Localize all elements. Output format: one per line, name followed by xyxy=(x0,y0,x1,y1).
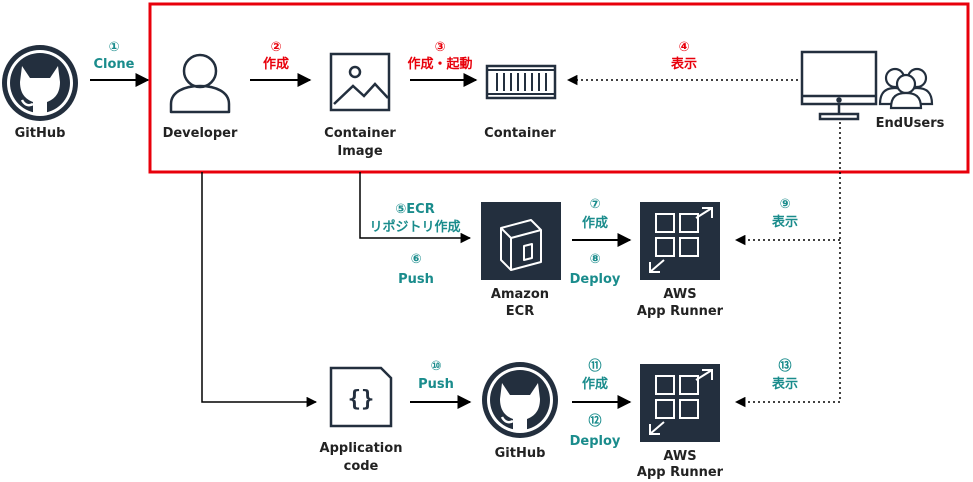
container-image-label-1: Container xyxy=(324,126,396,141)
step-1-text: Clone xyxy=(94,57,135,72)
container-image-label-2: Image xyxy=(337,144,382,159)
container-label: Container xyxy=(484,126,556,141)
step-11-number: ⑪ xyxy=(588,358,601,374)
code-file-icon: {} xyxy=(329,366,393,428)
amazon-ecr-label-2: ECR xyxy=(506,304,534,319)
step-2-number: ② xyxy=(270,40,281,55)
step-1-number: ① xyxy=(108,40,119,55)
apprunner-bottom-label-1: AWS xyxy=(663,449,696,464)
step-4-text: 表示 xyxy=(670,56,697,72)
step-12-text: Deploy xyxy=(570,434,621,449)
step-5-text: リポジトリ作成 xyxy=(369,219,460,235)
step-6-text: Push xyxy=(398,272,434,287)
step-3-text: 作成・起動 xyxy=(407,56,472,72)
image-icon xyxy=(329,52,391,112)
step-9-number: ⑨ xyxy=(779,197,790,212)
application-code-label-2: code xyxy=(344,459,379,474)
step-13-number: ⑬ xyxy=(778,358,791,374)
step-7-text: 作成 xyxy=(582,215,608,231)
step-4-number: ④ xyxy=(678,40,689,55)
arrow-display-aws xyxy=(734,122,841,408)
connectors xyxy=(90,73,841,409)
step-7-number: ⑦ xyxy=(589,197,600,212)
apprunner-bottom-label-2: App Runner xyxy=(637,465,724,480)
developer-label: Developer xyxy=(163,126,238,141)
step-11-text: 作成 xyxy=(582,376,608,392)
step-9-text: 表示 xyxy=(771,214,798,230)
monitor-icon xyxy=(800,50,878,121)
arrow-push-ecr xyxy=(359,172,472,244)
users-icon xyxy=(878,67,934,110)
app-runner-icon xyxy=(640,202,720,280)
step-6-number: ⑥ xyxy=(410,252,421,267)
github-icon xyxy=(482,362,558,438)
ecr-icon xyxy=(481,202,561,280)
step-2-text: 作成 xyxy=(263,56,289,72)
step-10-text: Push xyxy=(418,377,454,392)
step-13-text: 表示 xyxy=(771,376,798,392)
container-icon xyxy=(485,64,557,100)
application-code-label-1: Application xyxy=(320,441,403,456)
step-5-number: ⑤ECR xyxy=(395,202,434,217)
github-icon xyxy=(2,45,78,121)
github-bottom-label: GitHub xyxy=(495,446,546,461)
step-3-number: ③ xyxy=(434,40,445,55)
step-8-text: Deploy xyxy=(570,272,621,287)
endusers-label: EndUsers xyxy=(876,116,945,131)
step-10-number: ⑩ xyxy=(430,359,441,374)
step-12-number: ⑫ xyxy=(588,413,601,429)
apprunner-top-label-1: AWS xyxy=(663,287,696,302)
svg-text:{}: {} xyxy=(348,387,375,412)
app-runner-icon xyxy=(640,364,720,442)
github-left-label: GitHub xyxy=(15,126,66,141)
amazon-ecr-label-1: Amazon xyxy=(491,287,549,302)
apprunner-top-label-2: App Runner xyxy=(637,304,724,319)
user-icon xyxy=(169,53,231,114)
local-environment-box xyxy=(148,2,970,174)
step-8-number: ⑧ xyxy=(589,252,600,267)
arrow-developer-code xyxy=(201,172,318,408)
